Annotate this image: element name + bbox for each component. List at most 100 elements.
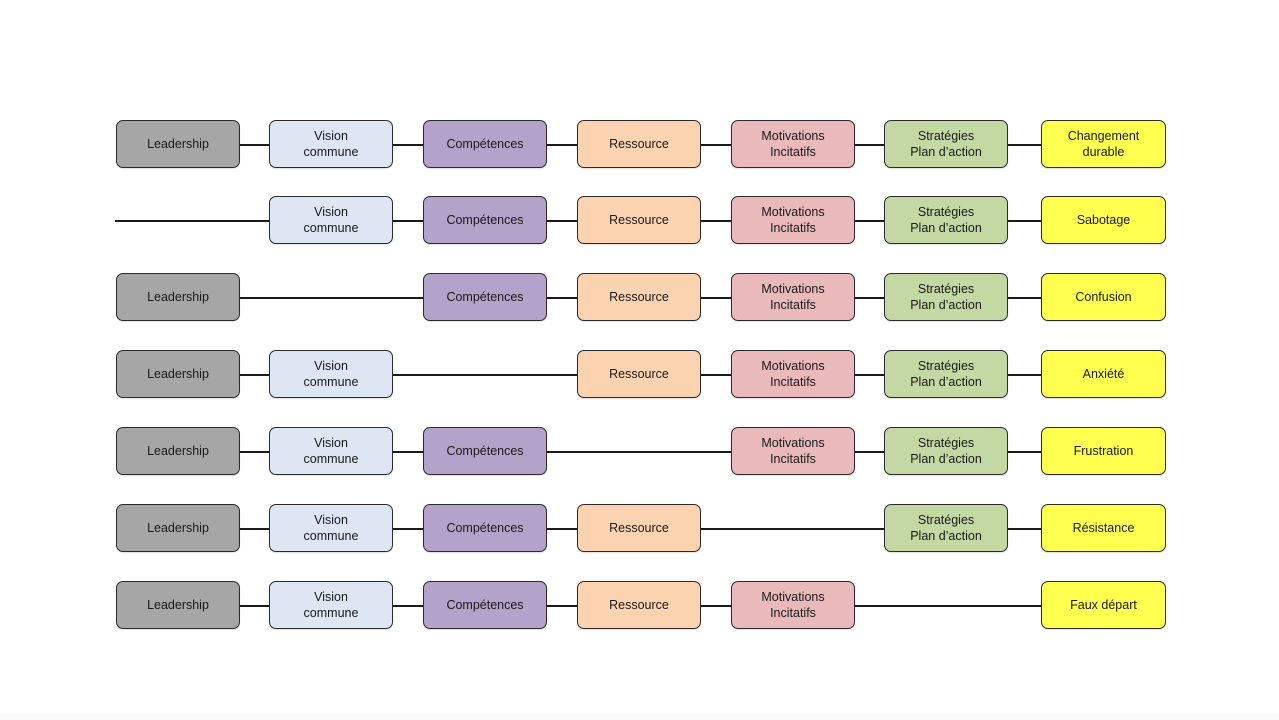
- box-label-line: Anxiété: [1082, 367, 1125, 381]
- connector-line: [1008, 220, 1041, 222]
- connector-line: [1008, 144, 1041, 146]
- box-label-line: Motivations: [761, 282, 825, 296]
- connector-line: [701, 374, 731, 376]
- box-label-line: Leadership: [147, 444, 209, 458]
- vision-box: Vision commune: [269, 350, 393, 398]
- competences-box: Compétences: [423, 427, 547, 475]
- connector-line: [855, 605, 1041, 607]
- ressource-box: Ressource: [577, 350, 701, 398]
- box-label-line: Stratégies: [917, 129, 975, 143]
- box-label-line: Vision: [314, 359, 348, 373]
- box-label-line: Ressource: [609, 521, 669, 535]
- competences-box: Compétences: [423, 120, 547, 168]
- competences-box: Compétences: [423, 196, 547, 244]
- connector-line: [393, 451, 423, 453]
- box-label-line: Compétences: [446, 598, 524, 612]
- box-label-line: Compétences: [446, 137, 524, 151]
- box-label-line: Vision: [314, 513, 348, 527]
- box-label-line: Motivations: [761, 436, 825, 450]
- vision-box: Vision commune: [269, 120, 393, 168]
- connector-line: [701, 605, 731, 607]
- connector-line: [393, 605, 423, 607]
- box-label-line: Confusion: [1075, 290, 1132, 304]
- box-label-line: Ressource: [609, 213, 669, 227]
- ressource-box: Ressource: [577, 504, 701, 552]
- competences-box: Compétences: [423, 273, 547, 321]
- box-label-line: commune: [303, 145, 359, 159]
- ressource-box: Ressource: [577, 581, 701, 629]
- box-label-line: Incitatifs: [770, 606, 816, 620]
- box-label-line: Incitatifs: [770, 221, 816, 235]
- ressource-box: Ressource: [577, 273, 701, 321]
- box-label-line: Vision: [314, 129, 348, 143]
- connector-line: [240, 605, 269, 607]
- diagram-row: Leadership Vision commune Ressource Motivati…: [0, 350, 1279, 400]
- connector-line: [547, 605, 577, 607]
- box-label-line: Compétences: [446, 213, 524, 227]
- connector-line: [547, 528, 577, 530]
- box-label-line: Sabotage: [1076, 213, 1131, 227]
- box-label-line: commune: [303, 529, 359, 543]
- competences-box: Compétences: [423, 581, 547, 629]
- box-label-line: Plan d’action: [910, 452, 982, 466]
- box-label-line: Leadership: [147, 367, 209, 381]
- outcome-box: Faux départ: [1041, 581, 1166, 629]
- connector-line: [855, 144, 884, 146]
- box-label-line: Ressource: [609, 290, 669, 304]
- connector-line: [393, 220, 423, 222]
- connector-line: [393, 528, 423, 530]
- leadership-box: Leadership: [116, 273, 240, 321]
- connector-line: [547, 144, 577, 146]
- connector-line: [701, 528, 884, 530]
- connector-line: [240, 374, 269, 376]
- connector-line: [701, 297, 731, 299]
- box-label-line: Stratégies: [917, 282, 975, 296]
- box-label-line: Frustration: [1073, 444, 1134, 458]
- box-label-line: Stratégies: [917, 513, 975, 527]
- box-label-line: Motivations: [761, 590, 825, 604]
- box-label-line: Plan d’action: [910, 145, 982, 159]
- box-label-line: Résistance: [1072, 521, 1135, 535]
- leadership-box: Leadership: [116, 504, 240, 552]
- box-label-line: Incitatifs: [770, 452, 816, 466]
- leadership-box: Leadership: [116, 120, 240, 168]
- box-label-line: Incitatifs: [770, 298, 816, 312]
- box-label-line: Leadership: [147, 521, 209, 535]
- connector-line: [855, 297, 884, 299]
- box-label-line: Plan d’action: [910, 375, 982, 389]
- box-label-line: Compétences: [446, 290, 524, 304]
- box-label-line: Compétences: [446, 521, 524, 535]
- connector-line: [240, 297, 423, 299]
- leadership-box: Leadership: [116, 350, 240, 398]
- connector-line: [240, 451, 269, 453]
- connector-line: [855, 220, 884, 222]
- connector-line: [547, 220, 577, 222]
- footer-band: [0, 714, 1279, 720]
- outcome-box: Résistance: [1041, 504, 1166, 552]
- connector-line: [1008, 451, 1041, 453]
- competences-box: Compétences: [423, 504, 547, 552]
- leadership-box: Leadership: [116, 581, 240, 629]
- box-label-line: commune: [303, 375, 359, 389]
- box-label-line: Compétences: [446, 444, 524, 458]
- leadership-box: Leadership: [116, 427, 240, 475]
- box-label-line: Stratégies: [917, 359, 975, 373]
- box-label-line: Stratégies: [917, 205, 975, 219]
- box-label-line: Vision: [314, 590, 348, 604]
- box-label-line: Vision: [314, 436, 348, 450]
- connector-line: [855, 374, 884, 376]
